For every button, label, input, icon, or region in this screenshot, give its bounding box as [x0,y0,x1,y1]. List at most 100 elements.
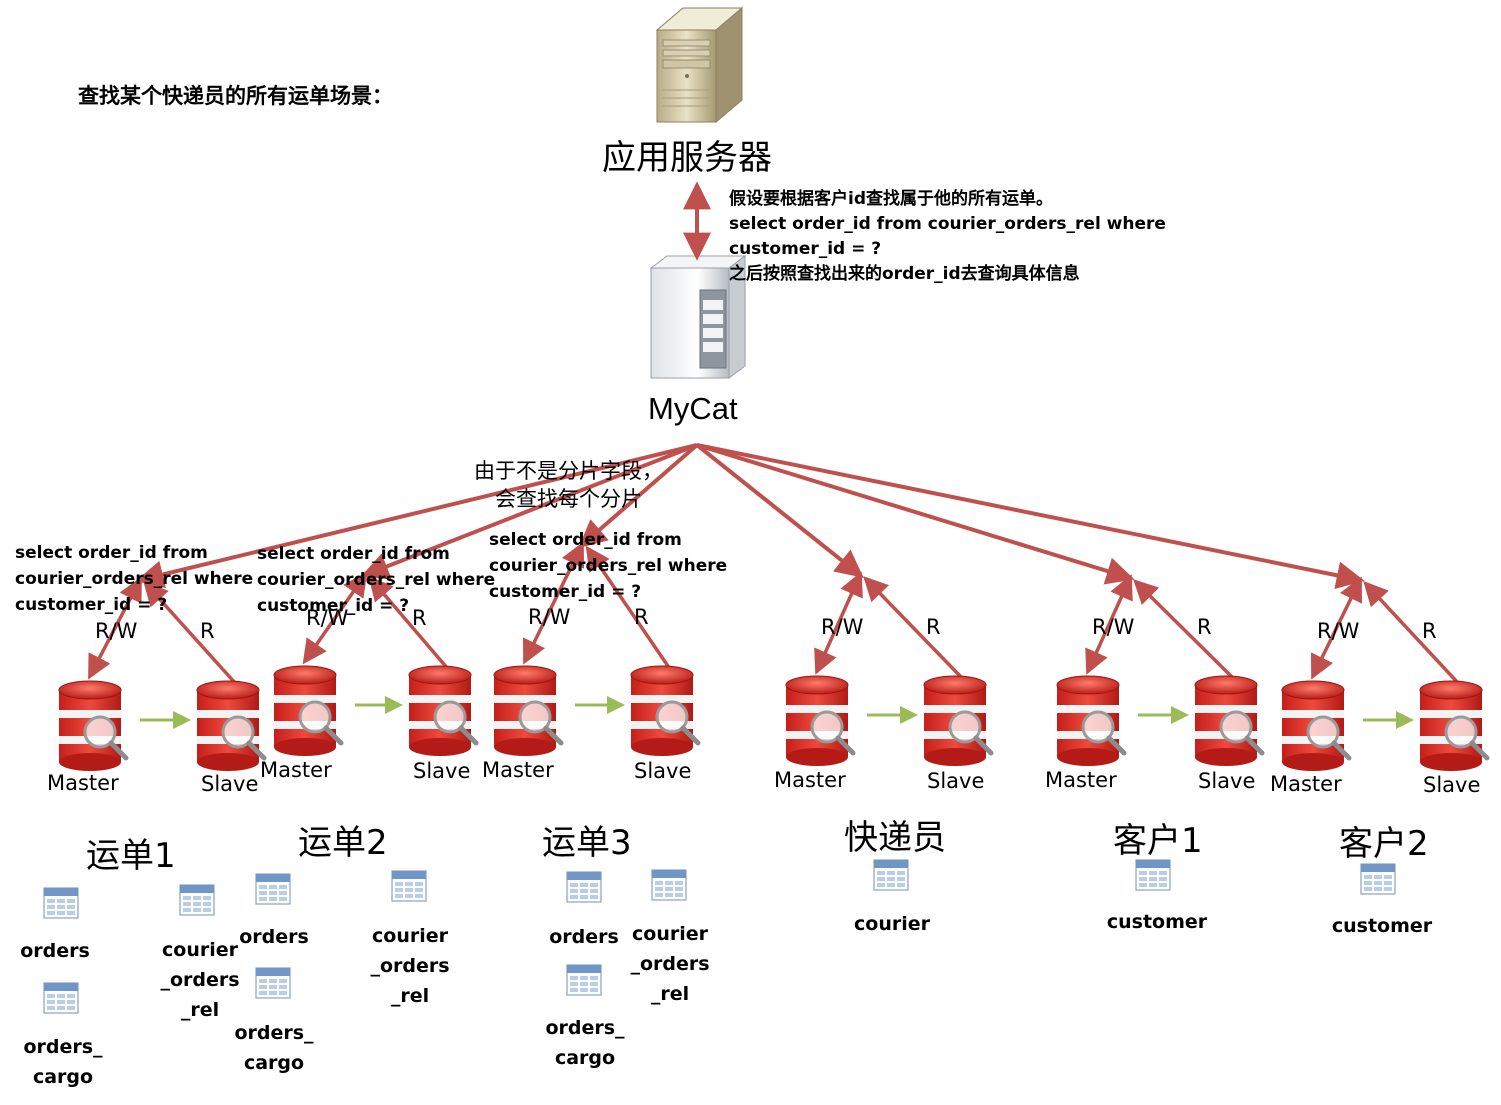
r-link [1363,581,1461,686]
shard-query-line: courier_orders_rel where [489,556,728,576]
table-icon [43,982,79,1014]
table-icons [43,859,1396,1014]
r-link [585,545,672,670]
master-label: Master [1045,768,1117,792]
fanout-arrow [135,443,698,589]
database-nodes [58,665,1490,771]
rw-link [523,541,584,665]
master-db-icon [1281,680,1352,771]
r-label: R [412,606,427,630]
query-note-line: 假设要根据客户id查找属于他的所有运单。 [729,189,1053,209]
table-label: orders_ cargo [234,1022,314,1074]
table-icon [873,859,909,891]
shard-query-line: customer_id = ? [257,596,410,616]
fanout-arrow [696,443,1365,590]
shard-query-3: select order_id from courier_orders_rel … [489,527,727,605]
table-icon [179,884,215,916]
shard-query-line: customer_id = ? [489,582,642,602]
master-label: Master [1270,772,1342,796]
app-server-icon [655,6,744,124]
slave-db-icon [1194,675,1265,766]
slave-label: Slave [413,759,471,783]
table-icon [255,967,291,999]
scatter-note-line: 由于不是分片字段， [474,459,663,483]
r-label: R [634,605,649,629]
shard-name: 客户2 [1339,824,1429,864]
shard-query-line: select order_id from [489,530,682,550]
slave-label: Slave [1198,769,1256,793]
slave-label: Slave [634,759,692,783]
table-label: courier [854,913,930,935]
table-label: courier _orders _rel [160,939,240,1021]
fanout-arrow [360,443,698,580]
rw-link [1085,574,1133,675]
table-label: orders_ cargo [545,1017,625,1069]
table-label: orders [549,926,619,948]
page-title: 查找某个快递员的所有运单场景： [78,84,393,108]
table-icon [43,887,79,919]
rw-label: R/W [95,619,138,643]
slave-db-icon [630,665,701,756]
slave-db-icon [923,675,994,766]
master-db-icon [785,675,856,766]
master-db-icon [58,680,129,771]
r-label: R [1197,615,1212,639]
table-label: customer [1331,915,1433,937]
table-label: orders_ cargo [23,1036,103,1088]
slave-label: Slave [927,769,985,793]
query-note-line: 之后按照查找出来的order_id去查询具体信息 [729,264,1080,284]
slave-db-icon [408,665,479,756]
slave-db-icon [196,680,267,771]
mycat-label: MyCat [648,391,738,426]
table-icon [566,964,602,996]
master-label: Master [47,771,119,795]
r-label: R [200,619,215,643]
r-label: R [1422,619,1437,643]
shard-query-line: customer_id = ? [15,595,168,615]
table-icon [651,869,687,901]
rw-label: R/W [821,615,864,639]
rw-label: R/W [306,606,349,630]
table-icon [391,870,427,902]
table-icon [1360,863,1396,895]
app-server-label: 应用服务器 [602,138,772,178]
scatter-note: 由于不是分片字段， 会查找每个分片 [474,457,663,513]
shard-query-line: courier_orders_rel where [15,569,254,589]
table-label: orders [239,926,309,948]
rw-link [302,571,368,665]
mycat-fanout-arrows [88,443,1461,686]
master-db-icon [1056,675,1127,766]
rw-label: R/W [528,605,571,629]
table-label: customer [1106,911,1208,933]
shard-name: 客户1 [1113,821,1203,861]
shard-query-line: courier_orders_rel where [257,570,496,590]
query-note: 假设要根据客户id查找属于他的所有运单。 select order_id fro… [729,187,1166,287]
table-icon [255,873,291,905]
shard-query-line: select order_id from [257,544,450,564]
master-db-icon [273,665,344,756]
shard-name: 运单2 [298,823,388,863]
master-slave-links [140,696,1414,729]
r-label: R [926,615,941,639]
shard-query-1: select order_id from courier_orders_rel … [15,540,253,618]
scatter-note-line: 会查找每个分片 [495,487,642,511]
r-link [143,580,238,686]
query-note-line: select order_id from courier_orders_rel … [729,214,1166,234]
shard-query-line: select order_id from [15,543,208,563]
rw-label: R/W [1092,615,1135,639]
table-icon [1135,859,1171,891]
master-label: Master [260,758,332,782]
r-link [863,576,965,681]
table-label: orders [20,940,90,962]
table-icon [566,871,602,903]
fanout-arrow [695,443,864,578]
rw-link [814,571,863,675]
r-link [1133,579,1236,681]
master-label: Master [482,758,554,782]
master-label: Master [774,768,846,792]
shard-query-2: select order_id from courier_orders_rel … [257,541,495,619]
rw-link [1310,576,1363,680]
shard-name: 快递员 [844,818,946,858]
